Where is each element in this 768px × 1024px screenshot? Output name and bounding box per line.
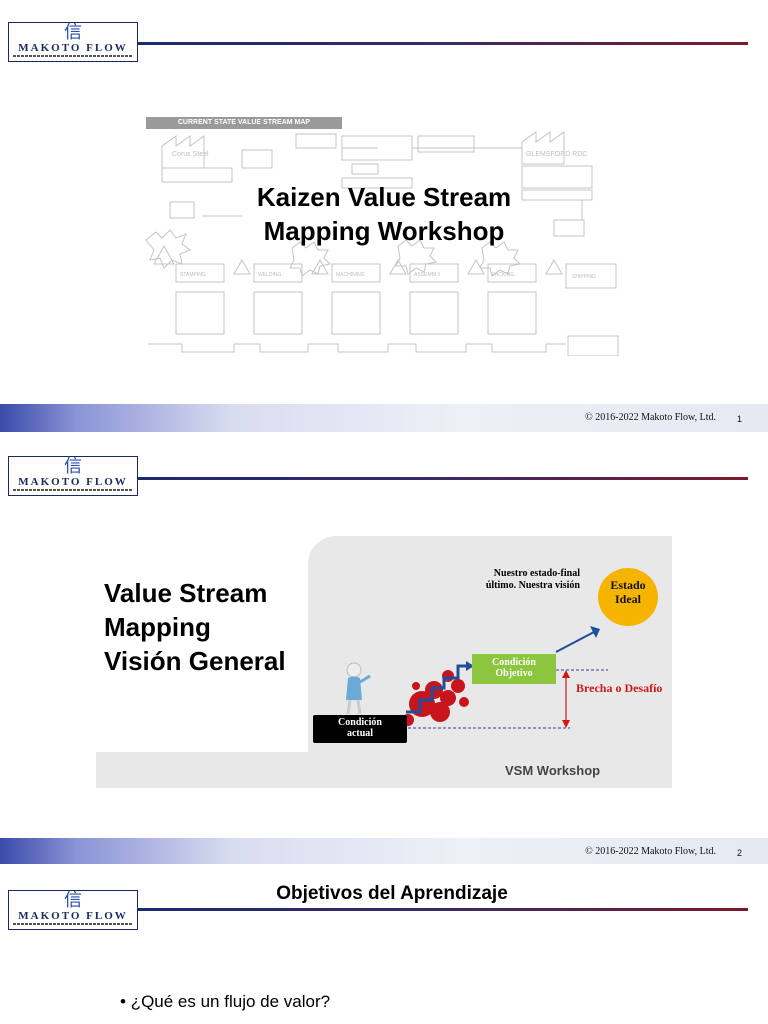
slide-title: Kaizen Value Stream Mapping Workshop xyxy=(200,180,568,248)
slide-1: 信 MAKOTO FLOW xyxy=(0,0,768,432)
logo-text: MAKOTO FLOW xyxy=(18,476,128,488)
slide-title: Objetivos del Aprendizaje xyxy=(276,883,508,904)
slide-footer: © 2016-2022 Makoto Flow, Ltd. 1 xyxy=(0,404,768,432)
slide-3: 信 MAKOTO FLOW Objetivos del Aprendizaje … xyxy=(0,864,768,1024)
header-divider xyxy=(138,42,748,45)
vision-arrow xyxy=(555,631,595,653)
logo-tagline xyxy=(13,55,133,57)
title-line-1: Kaizen Value Stream xyxy=(256,182,512,212)
ideal-state-line-1: Estado xyxy=(610,578,646,592)
logo-tagline xyxy=(13,489,133,491)
goal-description: Nuestro estado-final último. Nuestra vis… xyxy=(485,568,580,591)
title-line-3: Visión General xyxy=(104,646,286,676)
obstacle-circles xyxy=(402,670,469,726)
customer-label: GLEMSFORD RDC xyxy=(526,151,587,158)
process-label: PACKING xyxy=(492,272,514,278)
logo-text: MAKOTO FLOW xyxy=(18,910,128,922)
logo-kanji: 信 xyxy=(64,22,82,43)
header-divider xyxy=(138,477,748,480)
target-condition-line-2: Objetivo xyxy=(495,668,533,679)
bullet-text: ¿Qué es un flujo de valor? xyxy=(130,992,331,1011)
header-divider xyxy=(138,908,748,911)
title-line-1: Value Stream xyxy=(104,578,268,608)
gap-label: Brecha o Desafío xyxy=(576,681,663,695)
improvement-diagram xyxy=(346,626,608,729)
diagram-panel-base xyxy=(96,752,672,788)
target-condition-box: Condición Objetivo xyxy=(472,654,556,684)
process-label: SHIPPING xyxy=(572,274,596,280)
logo-tagline xyxy=(13,923,133,925)
process-label: MACHINING xyxy=(336,272,365,278)
current-condition-line-2: actual xyxy=(346,728,374,739)
logo-kanji: 信 xyxy=(64,890,82,911)
makoto-flow-logo: 信 MAKOTO FLOW xyxy=(8,22,138,62)
ideal-state-line-2: Ideal xyxy=(614,592,641,606)
makoto-flow-logo: 信 MAKOTO FLOW xyxy=(8,890,138,930)
slide-footer: © 2016-2022 Makoto Flow, Ltd. 2 xyxy=(0,838,768,864)
slide-2: 信 MAKOTO FLOW Value Stream Mapping Visió… xyxy=(0,432,768,864)
title-line-2: Mapping Workshop xyxy=(263,216,505,246)
ideal-state-circle: Estado Ideal xyxy=(598,568,658,626)
process-label: STAMPING xyxy=(180,272,206,278)
supplier-factory-icon xyxy=(161,135,205,169)
supplier-label: Corus Steel xyxy=(172,151,209,158)
logo-text: MAKOTO FLOW xyxy=(18,42,128,54)
process-label: WELDING xyxy=(258,272,281,278)
bullet-item: • ¿Qué es un flujo de valor? xyxy=(120,992,331,1011)
logo-kanji: 信 xyxy=(64,456,82,477)
page-number: 1 xyxy=(736,414,742,424)
vsm-map-title: CURRENT STATE VALUE STREAM MAP xyxy=(146,117,342,129)
title-line-2: Mapping xyxy=(104,612,211,642)
copyright-text: © 2016-2022 Makoto Flow, Ltd. xyxy=(585,846,716,857)
process-label: ASSEMBLY xyxy=(414,272,441,278)
workshop-label: VSM Workshop xyxy=(505,763,601,778)
person-figure xyxy=(346,662,371,715)
copyright-text: © 2016-2022 Makoto Flow, Ltd. xyxy=(585,412,716,423)
page-number: 2 xyxy=(736,848,742,858)
current-condition-box: Condición actual xyxy=(313,715,407,743)
target-condition-line-1: Condición xyxy=(492,657,536,668)
customer-factory-icon xyxy=(521,131,565,165)
staircase-arrow xyxy=(406,664,466,714)
vsm-background-diagram: Corus Steel GLEMSFORD RDC STAMPING WELDI… xyxy=(145,131,619,356)
current-condition-line-1: Condición xyxy=(338,717,382,728)
makoto-flow-logo: 信 MAKOTO FLOW xyxy=(8,456,138,496)
slide-title: Value Stream Mapping Visión General xyxy=(104,576,286,678)
